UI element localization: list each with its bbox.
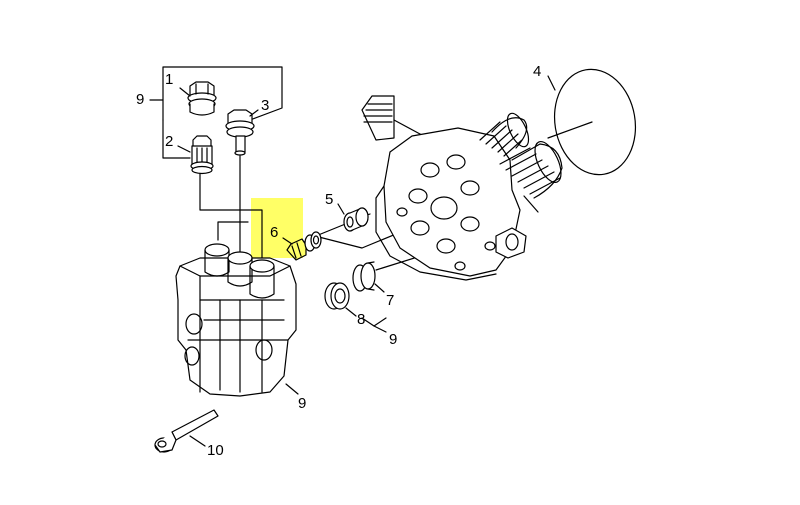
group-bracket-7-8 <box>361 317 387 333</box>
valve-housing <box>175 243 299 397</box>
part-4-oring <box>547 68 637 176</box>
callout-1: 1 <box>165 71 173 88</box>
callout-8: 8 <box>357 311 365 328</box>
group-bracket-top <box>149 66 283 159</box>
callout-3: 3 <box>261 97 269 114</box>
part-8-ring <box>324 282 357 317</box>
pump-head <box>361 95 563 281</box>
callout-9-group-top: 9 <box>136 91 144 108</box>
callout-9-housing: 9 <box>298 395 306 412</box>
part-5-seal <box>337 203 369 232</box>
callout-10: 10 <box>207 442 224 459</box>
part-6-valve <box>282 231 322 261</box>
callout-9-group-7-8: 9 <box>389 331 397 348</box>
part-1-plug <box>187 81 217 116</box>
callout-4: 4 <box>533 63 541 80</box>
callout-5: 5 <box>325 191 333 208</box>
part-3-plug <box>225 109 255 156</box>
callout-7: 7 <box>386 292 394 309</box>
part-2-valve <box>190 135 214 175</box>
callout-6: 6 <box>270 224 278 241</box>
callout-2: 2 <box>165 133 173 150</box>
part-7-insert <box>352 261 385 293</box>
part-10-bolt <box>154 409 219 453</box>
callout-labels: 1 2 3 4 5 6 7 8 9 9 9 10 <box>136 63 541 459</box>
